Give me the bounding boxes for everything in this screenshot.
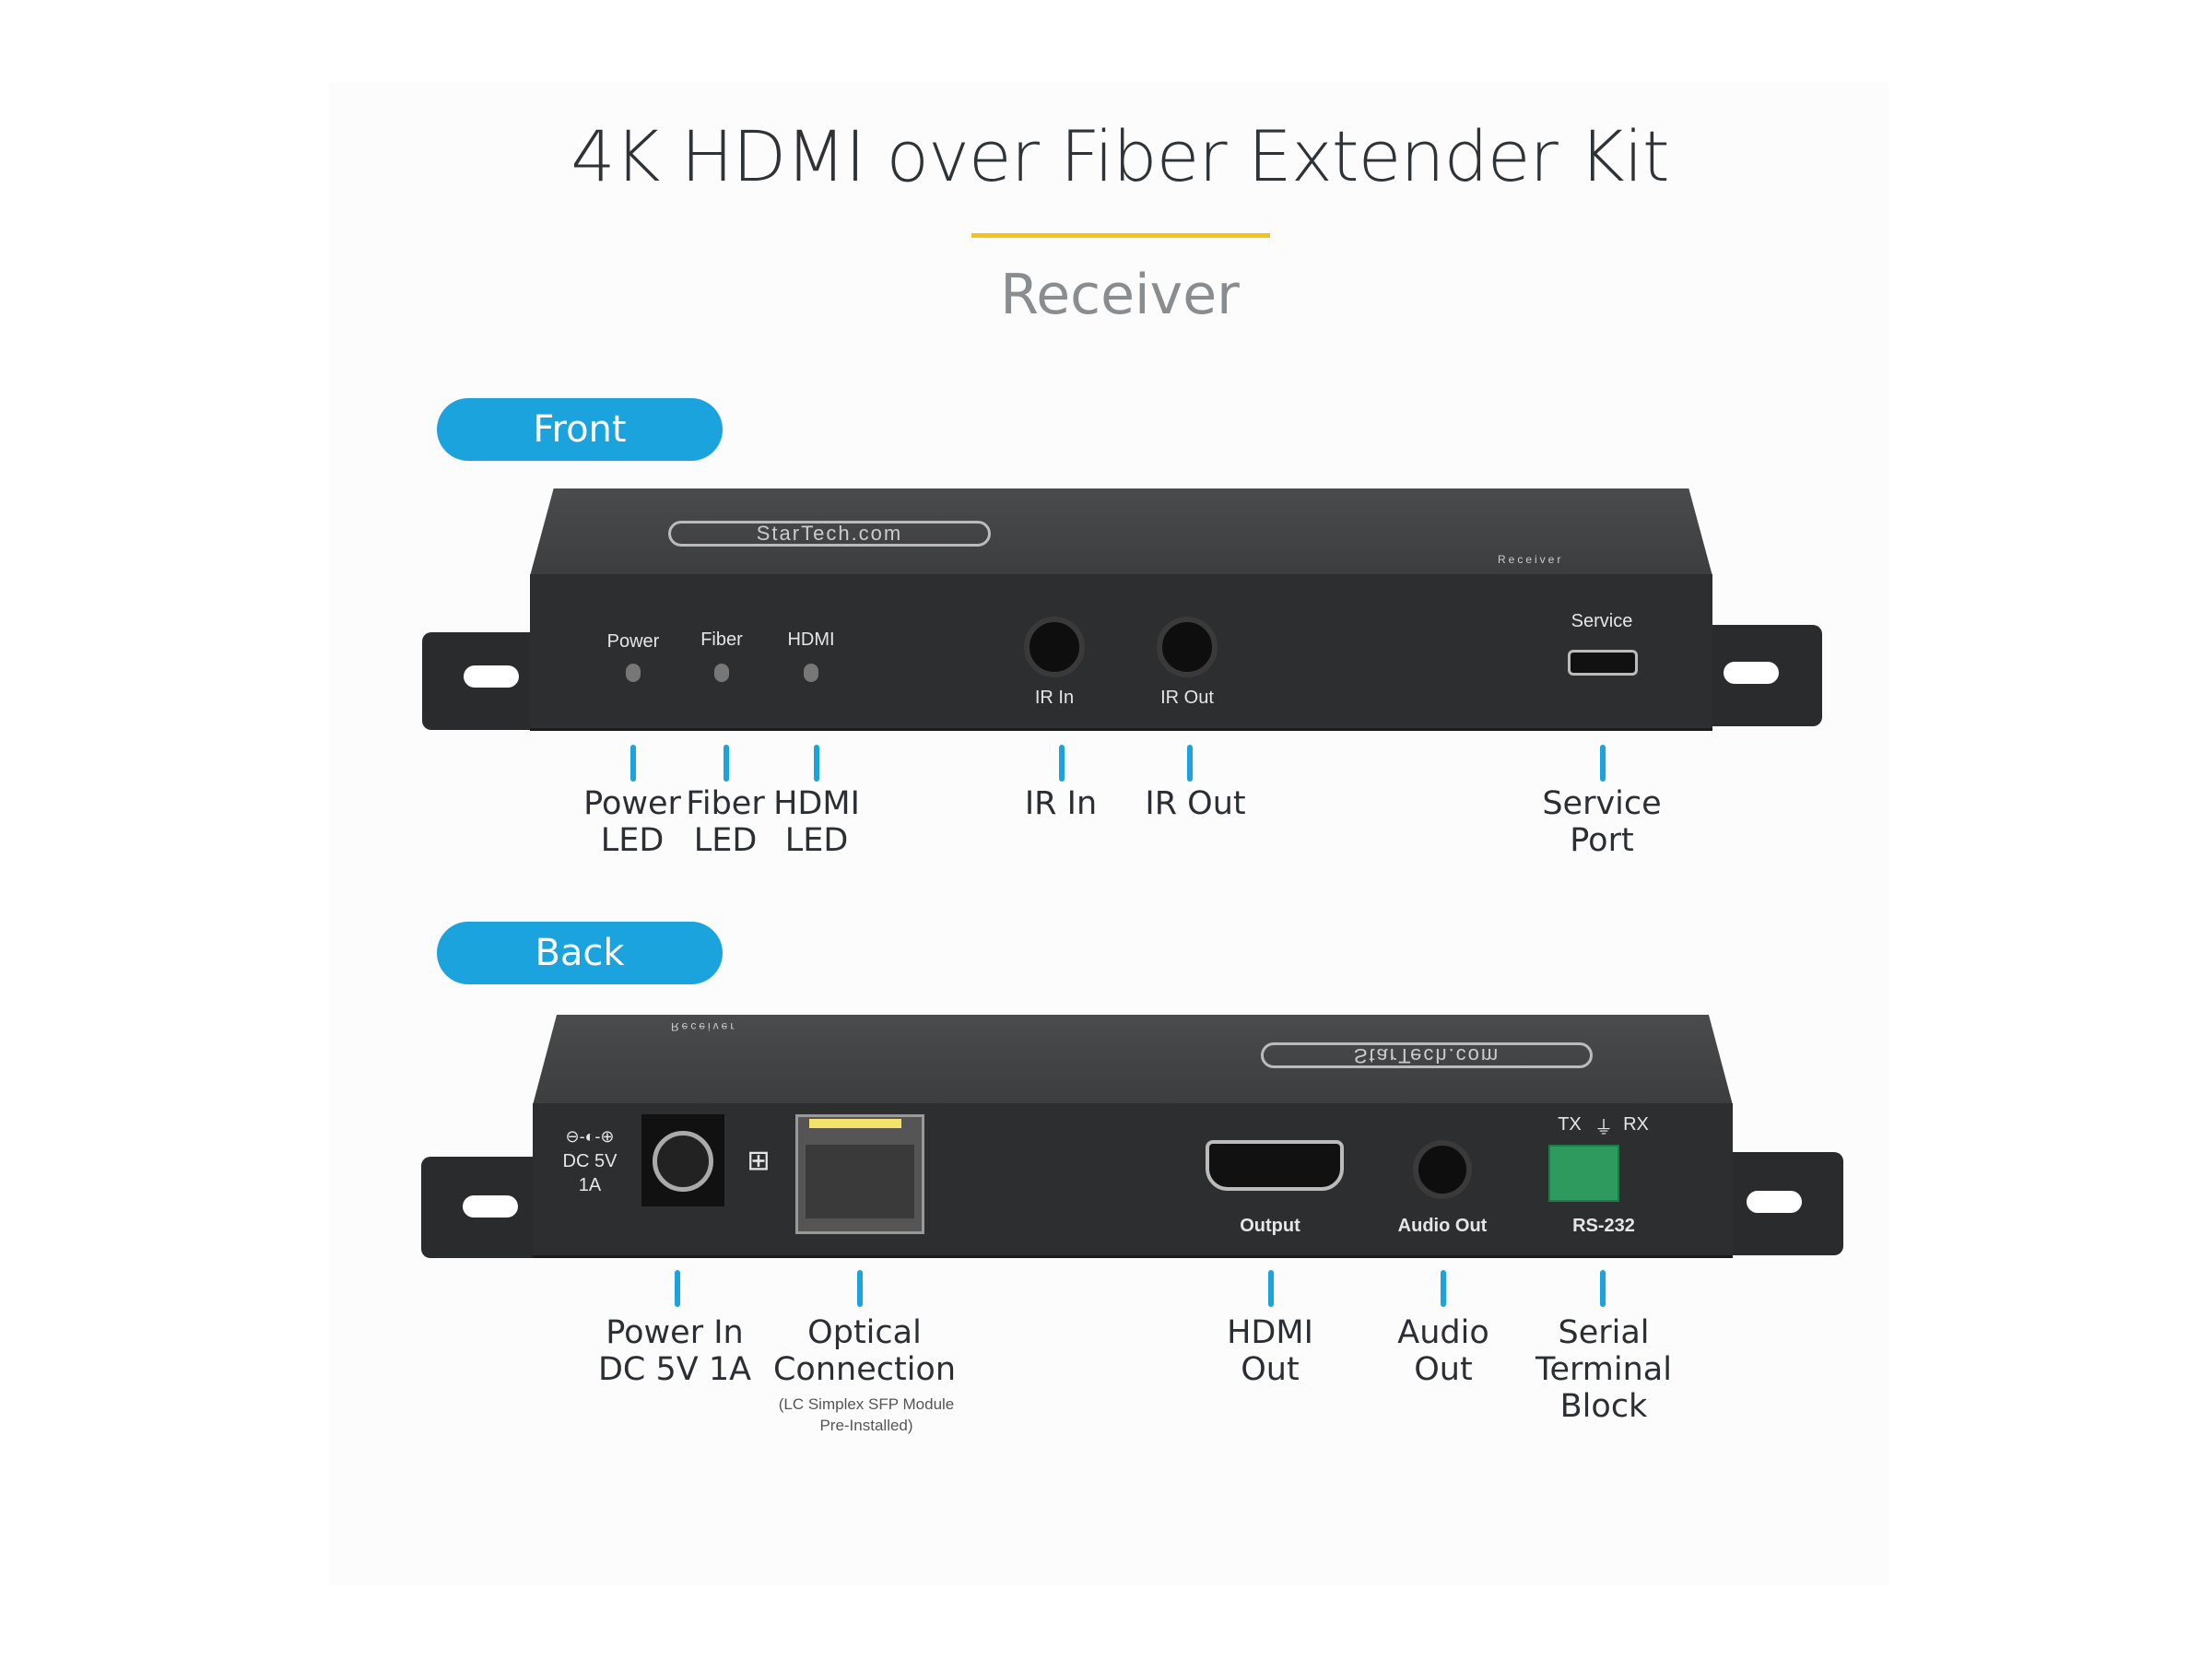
left-mount-bracket: [421, 1157, 550, 1258]
ir-in-jack: [1024, 617, 1085, 677]
callout-text: Power: [583, 785, 681, 822]
callout-line: [675, 1270, 680, 1307]
device-back-panel: ⊖-◐-⊕ DC 5V 1A ⊞ Output Audio Out TX ⏚ R…: [533, 1103, 1733, 1258]
dc-label: DC 5V: [562, 1151, 618, 1171]
device-top: StarTech.com Receiver: [530, 488, 1712, 576]
callout-line: [724, 745, 729, 782]
audio-out-label: Audio Out: [1397, 1216, 1488, 1236]
callout-line: [1600, 745, 1606, 782]
polarity-icon: ⊖-◐-⊕: [565, 1127, 615, 1146]
callout-line: [630, 745, 636, 782]
dc-amp-label: 1A: [578, 1175, 602, 1195]
rs232-label: RS-232: [1572, 1216, 1635, 1236]
power-led: [626, 664, 641, 682]
fiber-led: [714, 664, 729, 682]
tx-label: TX: [1558, 1114, 1582, 1135]
model-label: Receiver: [1498, 553, 1564, 566]
callout-line: [814, 745, 819, 782]
callout-line: [1268, 1270, 1274, 1307]
callout-text: HDMI: [773, 785, 860, 822]
ir-out-label: IR Out: [1160, 688, 1214, 708]
callout-text: LED: [784, 822, 849, 859]
audio-out-jack: [1413, 1140, 1472, 1199]
callout-line: [1600, 1270, 1606, 1307]
back-section-label: Back: [437, 922, 723, 984]
title-divider: [971, 233, 1270, 238]
callout-text: Optical: [807, 1314, 922, 1351]
fiber-label: Fiber: [700, 629, 743, 650]
output-label: Output: [1240, 1216, 1300, 1236]
right-mount-bracket: [1691, 625, 1822, 726]
callout-text: IR In: [1024, 785, 1098, 822]
callout-ir-in: IR In: [1025, 785, 1097, 822]
callout-text: Block: [1559, 1388, 1648, 1425]
network-icon: ⊞: [747, 1146, 771, 1176]
callout-text: DC 5V 1A: [597, 1351, 752, 1388]
hdmi-led: [804, 664, 818, 682]
callout-text: LED: [693, 822, 758, 859]
device-top: StarTech.com Receiver: [533, 1015, 1733, 1105]
page-title: 4K HDMI over Fiber Extender Kit: [571, 115, 1669, 197]
callout-text: Audio: [1397, 1314, 1489, 1351]
power-label: Power: [606, 631, 660, 652]
callout-line: [1059, 745, 1065, 782]
callout-line: [857, 1270, 863, 1307]
brand-logo: StarTech.com: [1261, 1042, 1593, 1068]
callout-text: Port: [1570, 822, 1634, 859]
callout-text: Service: [1542, 785, 1662, 822]
hdmi-label: HDMI: [787, 629, 835, 650]
service-label: Service: [1571, 611, 1633, 631]
model-label: Receiver: [671, 1020, 737, 1033]
left-mount-bracket: [422, 632, 551, 730]
callout-note-text: Pre-Installed): [819, 1417, 913, 1434]
callout-text: Out: [1414, 1351, 1473, 1388]
callout-text: Connection: [772, 1351, 957, 1388]
callout-note-text: (LC Simplex SFP Module: [778, 1395, 955, 1413]
rx-label: RX: [1623, 1114, 1649, 1135]
device-front-panel: Power Fiber HDMI IR In IR Out Service: [530, 574, 1712, 731]
ir-in-label: IR In: [1034, 688, 1075, 708]
callout-text: IR Out: [1145, 785, 1246, 822]
right-mount-bracket: [1714, 1152, 1843, 1255]
serial-terminal-block: [1548, 1145, 1619, 1202]
callout-text: LED: [600, 822, 665, 859]
dc-power-jack: [641, 1114, 724, 1206]
callout-line: [1441, 1270, 1446, 1307]
background-panel: [329, 83, 1889, 1585]
callout-text: Fiber: [686, 785, 765, 822]
callout-text: Out: [1241, 1351, 1300, 1388]
ground-icon: ⏚: [1594, 1118, 1613, 1138]
callout-text: Serial: [1558, 1314, 1650, 1351]
sfp-module: [795, 1114, 924, 1234]
page-subtitle: Receiver: [1000, 263, 1240, 327]
callout-ir-out: IR Out: [1145, 785, 1245, 822]
usb-service-port: [1568, 650, 1638, 676]
callout-text: Power In: [606, 1314, 744, 1351]
ir-out-jack: [1157, 617, 1218, 677]
front-section-label: Front: [437, 398, 723, 461]
callout-text: HDMI: [1227, 1314, 1313, 1351]
callout-text: Terminal: [1535, 1351, 1672, 1388]
brand-logo: StarTech.com: [668, 521, 991, 547]
hdmi-output-port: [1206, 1140, 1344, 1191]
callout-line: [1187, 745, 1193, 782]
